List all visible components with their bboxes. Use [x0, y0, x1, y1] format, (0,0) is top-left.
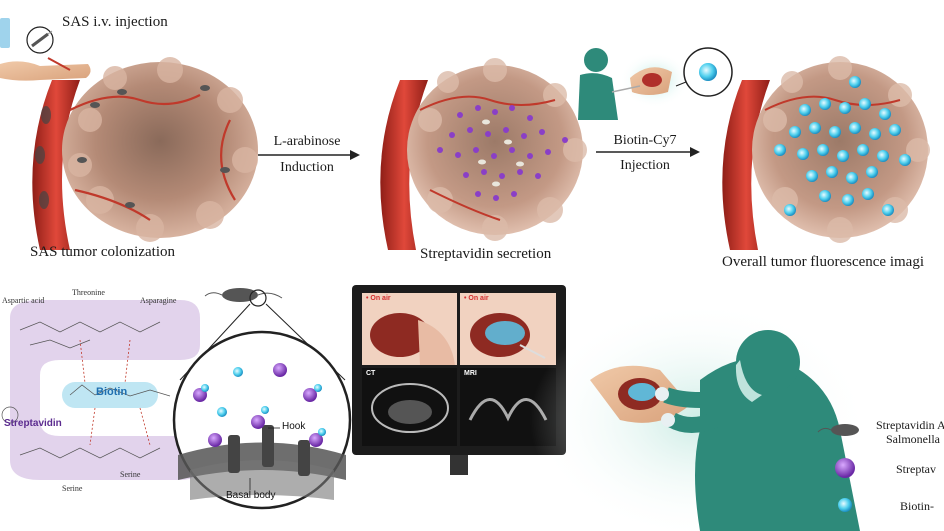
legend-bacteria-icon: [831, 424, 859, 436]
surgeon-illustration: [530, 300, 870, 531]
arm-icon: [0, 61, 91, 81]
monitor-on-air-left: • On air: [366, 295, 391, 302]
flagella-biotin-dots: [201, 367, 326, 436]
arrow1-head: [350, 150, 360, 160]
stage1-bacteria: [77, 85, 230, 208]
arrow1-bottom-label: Induction: [280, 160, 334, 175]
label-basal-body: Basal body: [226, 490, 276, 501]
streptavidin-band: [10, 300, 200, 480]
legend-bacteria-line1: Streptavidin A: [876, 418, 944, 432]
monitor-mri-label: MRI: [464, 370, 477, 377]
flagellar-motors: [228, 425, 310, 476]
stage1-vessel: [32, 80, 80, 250]
stage3-vessel: [722, 80, 770, 250]
bacterium-icon: [222, 288, 258, 302]
arrow2-bottom-label: Injection: [620, 158, 670, 173]
step1-caption: SAS tumor colonization: [30, 244, 175, 260]
label-hook: Hook: [282, 421, 306, 432]
legend-biotin-label: Biotin-: [900, 499, 935, 513]
label-serine-right: Serine: [120, 470, 141, 479]
label-serine-left: Serine: [62, 484, 83, 493]
label-asparagine: Asparagine: [140, 296, 177, 305]
binding-diagram: [1, 300, 200, 480]
stage3-tumor: [752, 56, 930, 243]
surgeon-body: [695, 357, 860, 531]
stage3-fluorescent-dots: [774, 76, 911, 216]
label-aspartic-acid: Aspartic acid: [2, 296, 45, 305]
top-surgeon-illustration: [578, 47, 733, 120]
iv-bag-icon: [0, 18, 10, 48]
arrow1-top-label: L-arabinose: [273, 134, 341, 149]
stage2-vessel: [380, 80, 428, 250]
legend-bacteria-line2: Salmonella: [886, 432, 940, 446]
label-biotin: Biotin: [96, 386, 128, 398]
step2-caption: Streptavidin secretion: [420, 246, 552, 262]
stage2-bacteria: [478, 119, 524, 187]
flagella-panel: [172, 288, 352, 510]
stage1-tumor: [62, 57, 258, 242]
stage2-streptavidin-dots: [437, 105, 568, 201]
monitor-on-air-right: • On air: [464, 295, 489, 302]
iv-injection-illustration: [0, 18, 91, 81]
monitor: [352, 285, 566, 475]
legend: [817, 424, 859, 512]
stage2-tumor: [407, 58, 587, 241]
legend-streptavidin-icon: [835, 458, 855, 478]
label-streptavidin: Streptavidin: [4, 418, 62, 429]
legend-biotin-icon: [838, 498, 852, 512]
injection-label: SAS i.v. injection: [62, 14, 168, 30]
monitor-ct-label: CT: [366, 370, 376, 377]
label-threonine: Threonine: [72, 288, 105, 297]
arrow2-head: [690, 147, 700, 157]
legend-streptavidin-label: Streptav: [896, 462, 936, 476]
arrow2-top-label: Biotin-Cy7: [613, 133, 677, 148]
surgeon-head: [736, 330, 800, 394]
step3-caption: Overall tumor fluorescence imagi: [722, 254, 925, 270]
